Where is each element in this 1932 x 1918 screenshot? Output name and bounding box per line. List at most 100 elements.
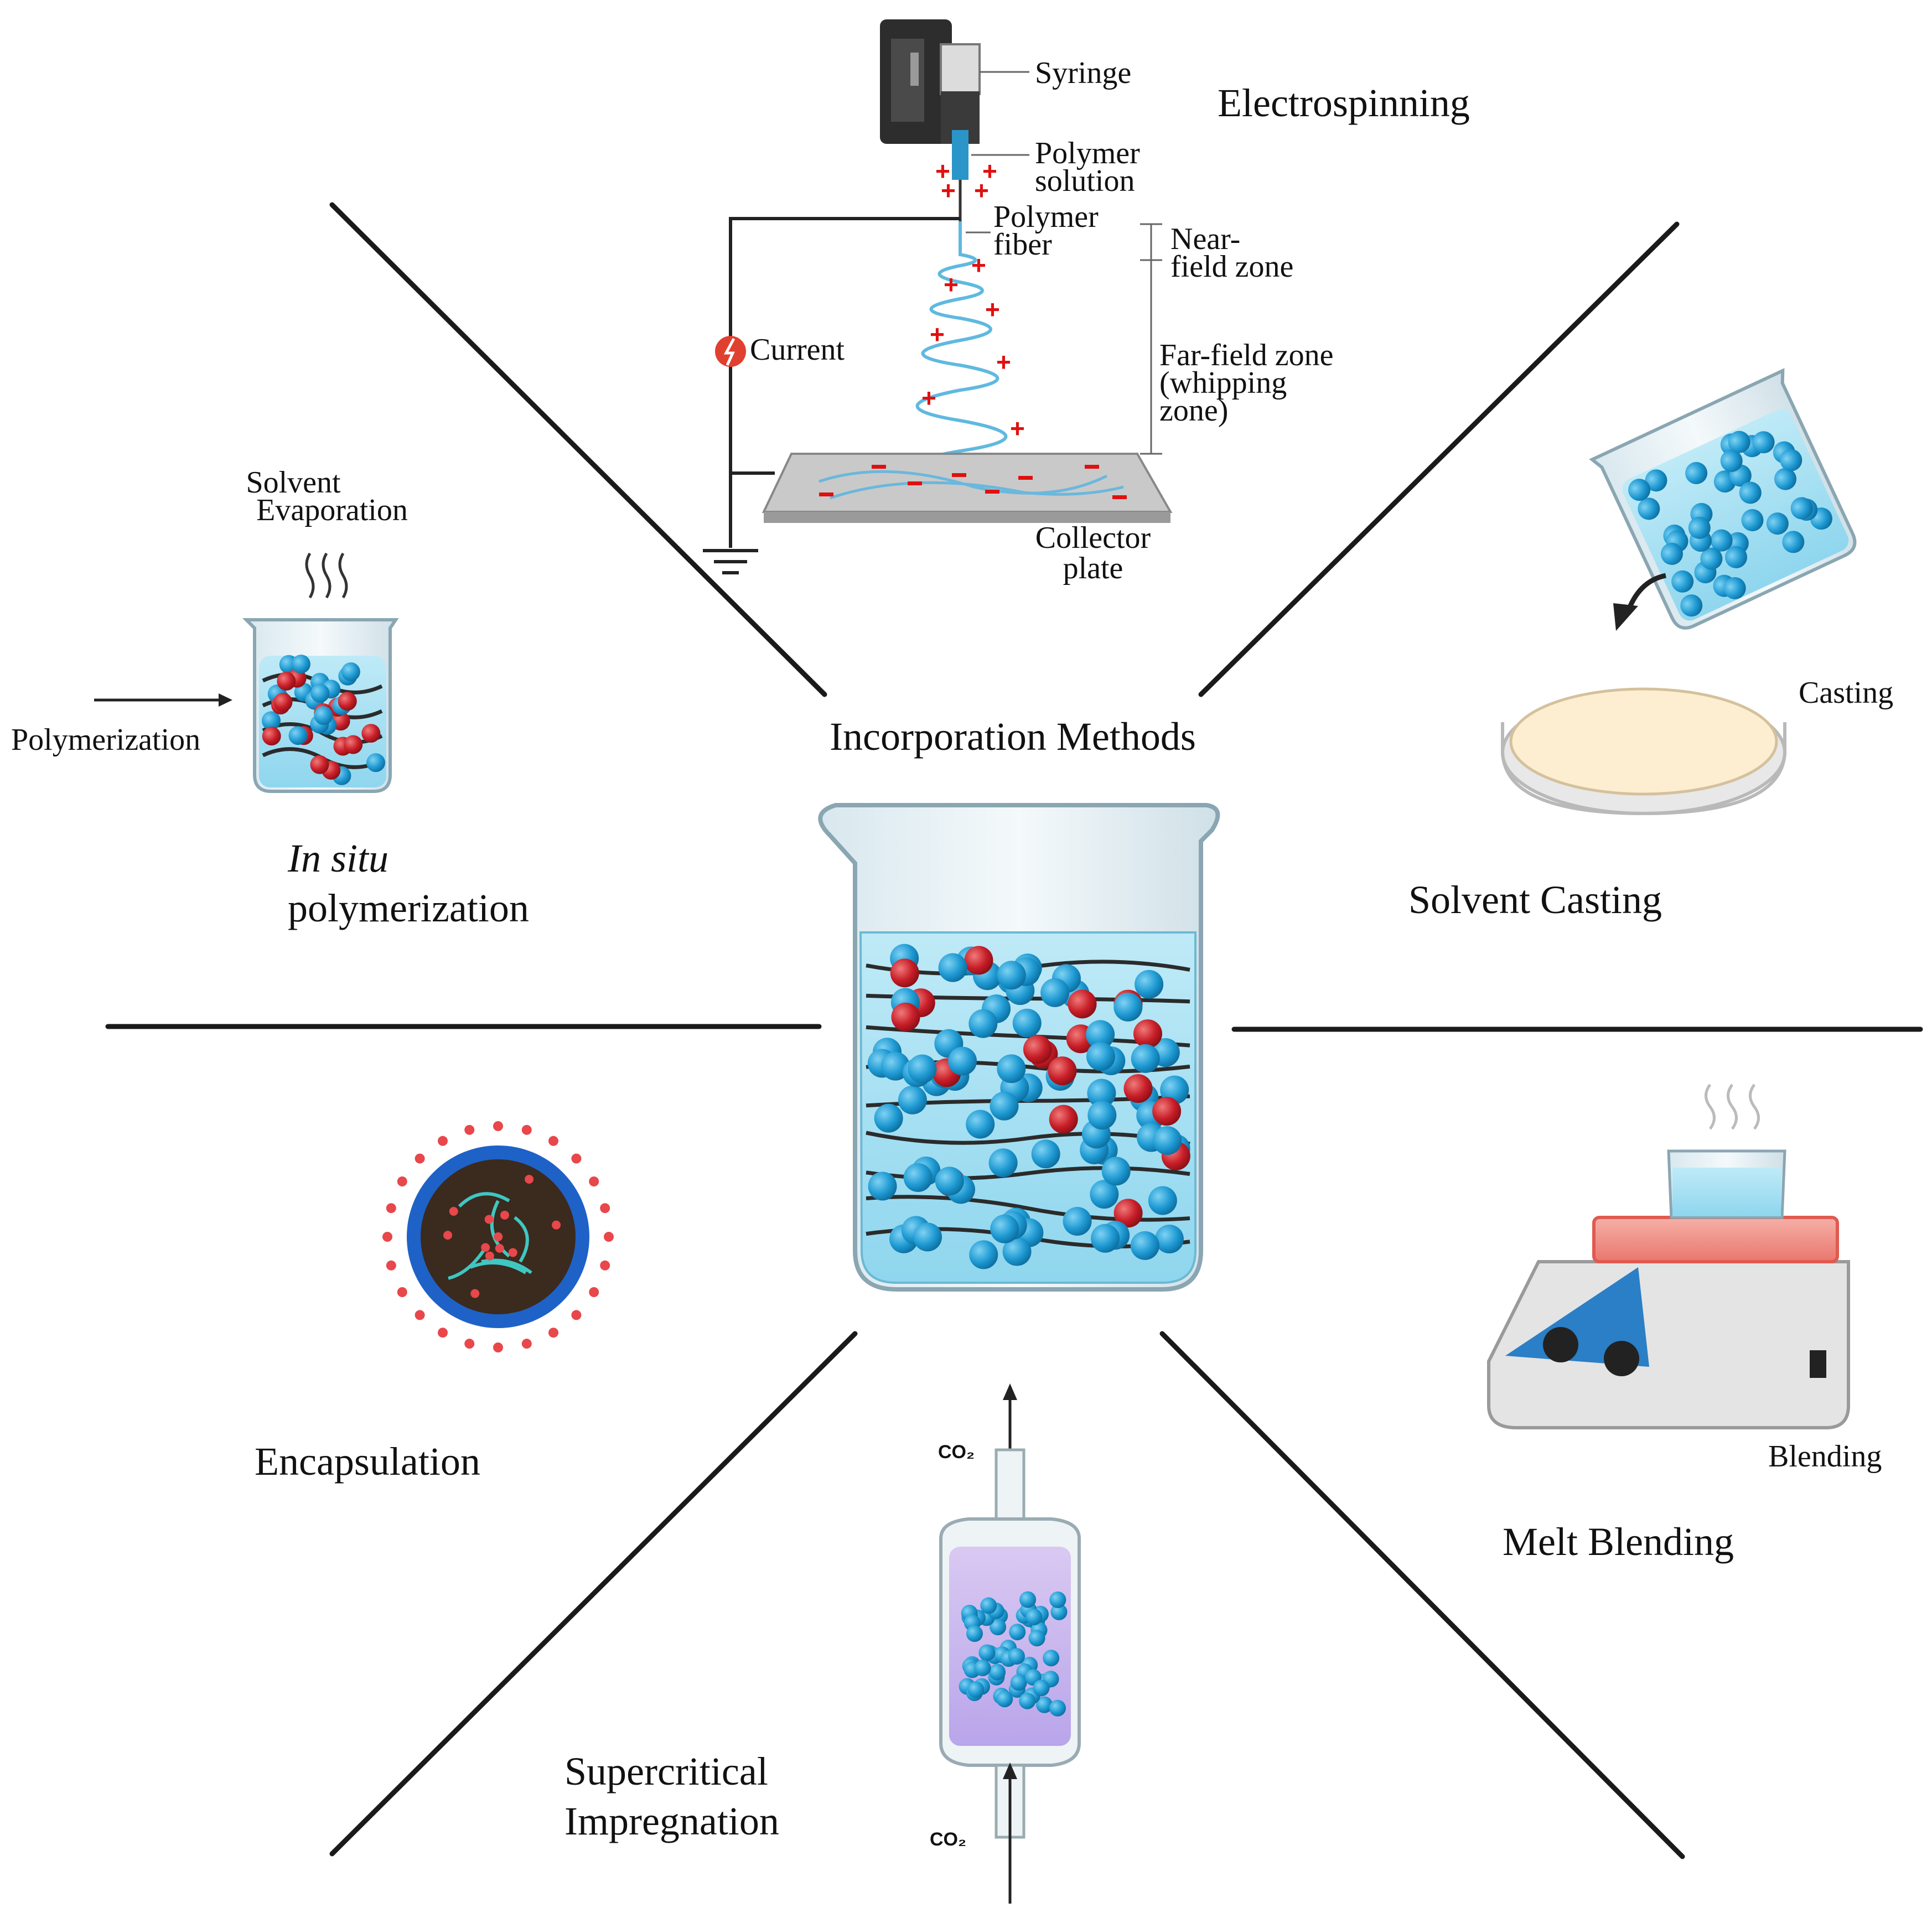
supercritical-panel: CO₂ CO₂ Supercritical Impregnation <box>564 1383 1081 1904</box>
syringe-pump-icon <box>880 19 981 221</box>
electrospinning-panel: Electrospinning Syringe Polymer solution… <box>703 19 1470 585</box>
positive-charge: + <box>996 348 1011 376</box>
blue-particle <box>1728 431 1750 453</box>
positive-charge: + <box>985 295 1000 324</box>
negative-charge <box>985 490 999 494</box>
blue-particle <box>1019 1692 1036 1709</box>
positive-charge: + <box>930 320 945 349</box>
inner-dot <box>495 1243 504 1253</box>
blue-particle <box>968 1009 998 1038</box>
blue-particle <box>938 953 967 982</box>
blue-particle <box>898 1085 927 1114</box>
red-particle <box>277 671 296 691</box>
blue-particle <box>1135 970 1164 999</box>
blue-particle <box>288 726 308 745</box>
surface-dot <box>397 1176 407 1186</box>
blue-particle <box>990 1214 1019 1243</box>
negative-charge <box>908 481 922 485</box>
surface-dot <box>493 1121 503 1131</box>
blue-particle <box>980 1597 997 1614</box>
surface-dot <box>548 1328 558 1338</box>
red-particle <box>1113 1199 1143 1228</box>
inner-dot <box>552 1220 561 1230</box>
red-particle <box>1123 1074 1153 1103</box>
blue-particle <box>868 1171 897 1201</box>
divider-bottom-right <box>1159 1331 1685 1859</box>
supercritical-title-1: Supercritical <box>564 1749 768 1793</box>
label-far-field-1: Far-field zone <box>1159 338 1334 372</box>
surface-dot <box>600 1260 610 1271</box>
divider-bottom-left <box>329 1331 858 1857</box>
blue-particle <box>1645 469 1667 492</box>
blue-particle <box>997 1054 1026 1084</box>
label-polymer-solution-2: solution <box>1035 164 1135 198</box>
blue-particle <box>1720 449 1743 472</box>
blue-particle <box>1063 1206 1092 1236</box>
blue-particle <box>1002 1237 1032 1266</box>
positive-charge: + <box>944 270 959 299</box>
blue-particle <box>1766 512 1789 535</box>
blue-particle <box>1130 1231 1159 1260</box>
red-particle <box>273 692 293 712</box>
red-particle <box>891 1002 920 1031</box>
blue-particle <box>935 1167 964 1196</box>
charge-signs: +++++++++++ <box>819 157 1127 499</box>
blue-particle <box>1148 1186 1177 1215</box>
blue-particle <box>366 753 386 773</box>
blue-particle <box>314 706 333 725</box>
blue-particle <box>1154 1225 1184 1254</box>
inner-dot <box>525 1175 534 1184</box>
in-situ-panel: Solvent Evaporation Polymerization In si… <box>11 465 529 930</box>
vapor-icon <box>305 552 348 599</box>
center-particles <box>866 944 1190 1269</box>
label-polymer-solution-1: Polymer <box>1035 136 1140 170</box>
blue-particle <box>990 1091 1019 1121</box>
blue-particle <box>1087 1101 1117 1130</box>
surface-dot <box>386 1260 396 1271</box>
positive-charge: + <box>935 157 950 185</box>
blue-particle <box>1671 570 1694 593</box>
negative-charge <box>872 465 886 469</box>
divider-lines <box>105 202 1923 1859</box>
label-collector-2: plate <box>1063 551 1123 585</box>
label-polymer-fiber-2: fiber <box>993 227 1052 262</box>
current-icon <box>715 336 746 367</box>
inner-dot <box>500 1210 509 1220</box>
surface-dot <box>604 1232 614 1242</box>
supercritical-vessel-icon <box>939 1383 1081 1904</box>
blue-particle <box>1012 1008 1042 1038</box>
encapsulation-title: Encapsulation <box>255 1439 480 1484</box>
blue-particle <box>1033 1679 1050 1697</box>
red-particle <box>1152 1097 1182 1126</box>
surface-dot <box>464 1124 475 1135</box>
electrospinning-title: Electrospinning <box>1218 81 1470 125</box>
blue-particle <box>1087 1079 1116 1108</box>
blue-particle <box>1131 1044 1160 1073</box>
blue-particle <box>1710 529 1733 552</box>
pouring-beaker-icon <box>1589 368 1857 630</box>
blue-particle <box>990 1619 1007 1636</box>
blue-particle <box>1086 1020 1115 1049</box>
blue-particle <box>1086 1042 1115 1071</box>
blue-particle <box>1009 1624 1026 1641</box>
blue-particle <box>1031 1139 1060 1169</box>
surface-dot <box>521 1124 532 1135</box>
inner-dot <box>443 1231 453 1240</box>
blue-particle <box>969 1240 998 1269</box>
blue-particle <box>1040 978 1070 1007</box>
positive-charge: + <box>1010 414 1025 443</box>
knob-left <box>1543 1327 1578 1362</box>
surface-dot <box>548 1136 558 1146</box>
polymerization-arrow <box>94 693 232 707</box>
blue-particle <box>1680 594 1703 617</box>
blue-particle <box>291 655 310 674</box>
blue-particle <box>966 1625 983 1642</box>
inner-dot <box>484 1215 494 1224</box>
blue-particle <box>1638 497 1660 520</box>
blue-particle <box>1101 1157 1131 1186</box>
blue-particle <box>1090 1180 1119 1209</box>
blue-particle <box>1628 479 1651 501</box>
blue-particle <box>1025 1609 1043 1626</box>
red-particle <box>262 727 281 746</box>
